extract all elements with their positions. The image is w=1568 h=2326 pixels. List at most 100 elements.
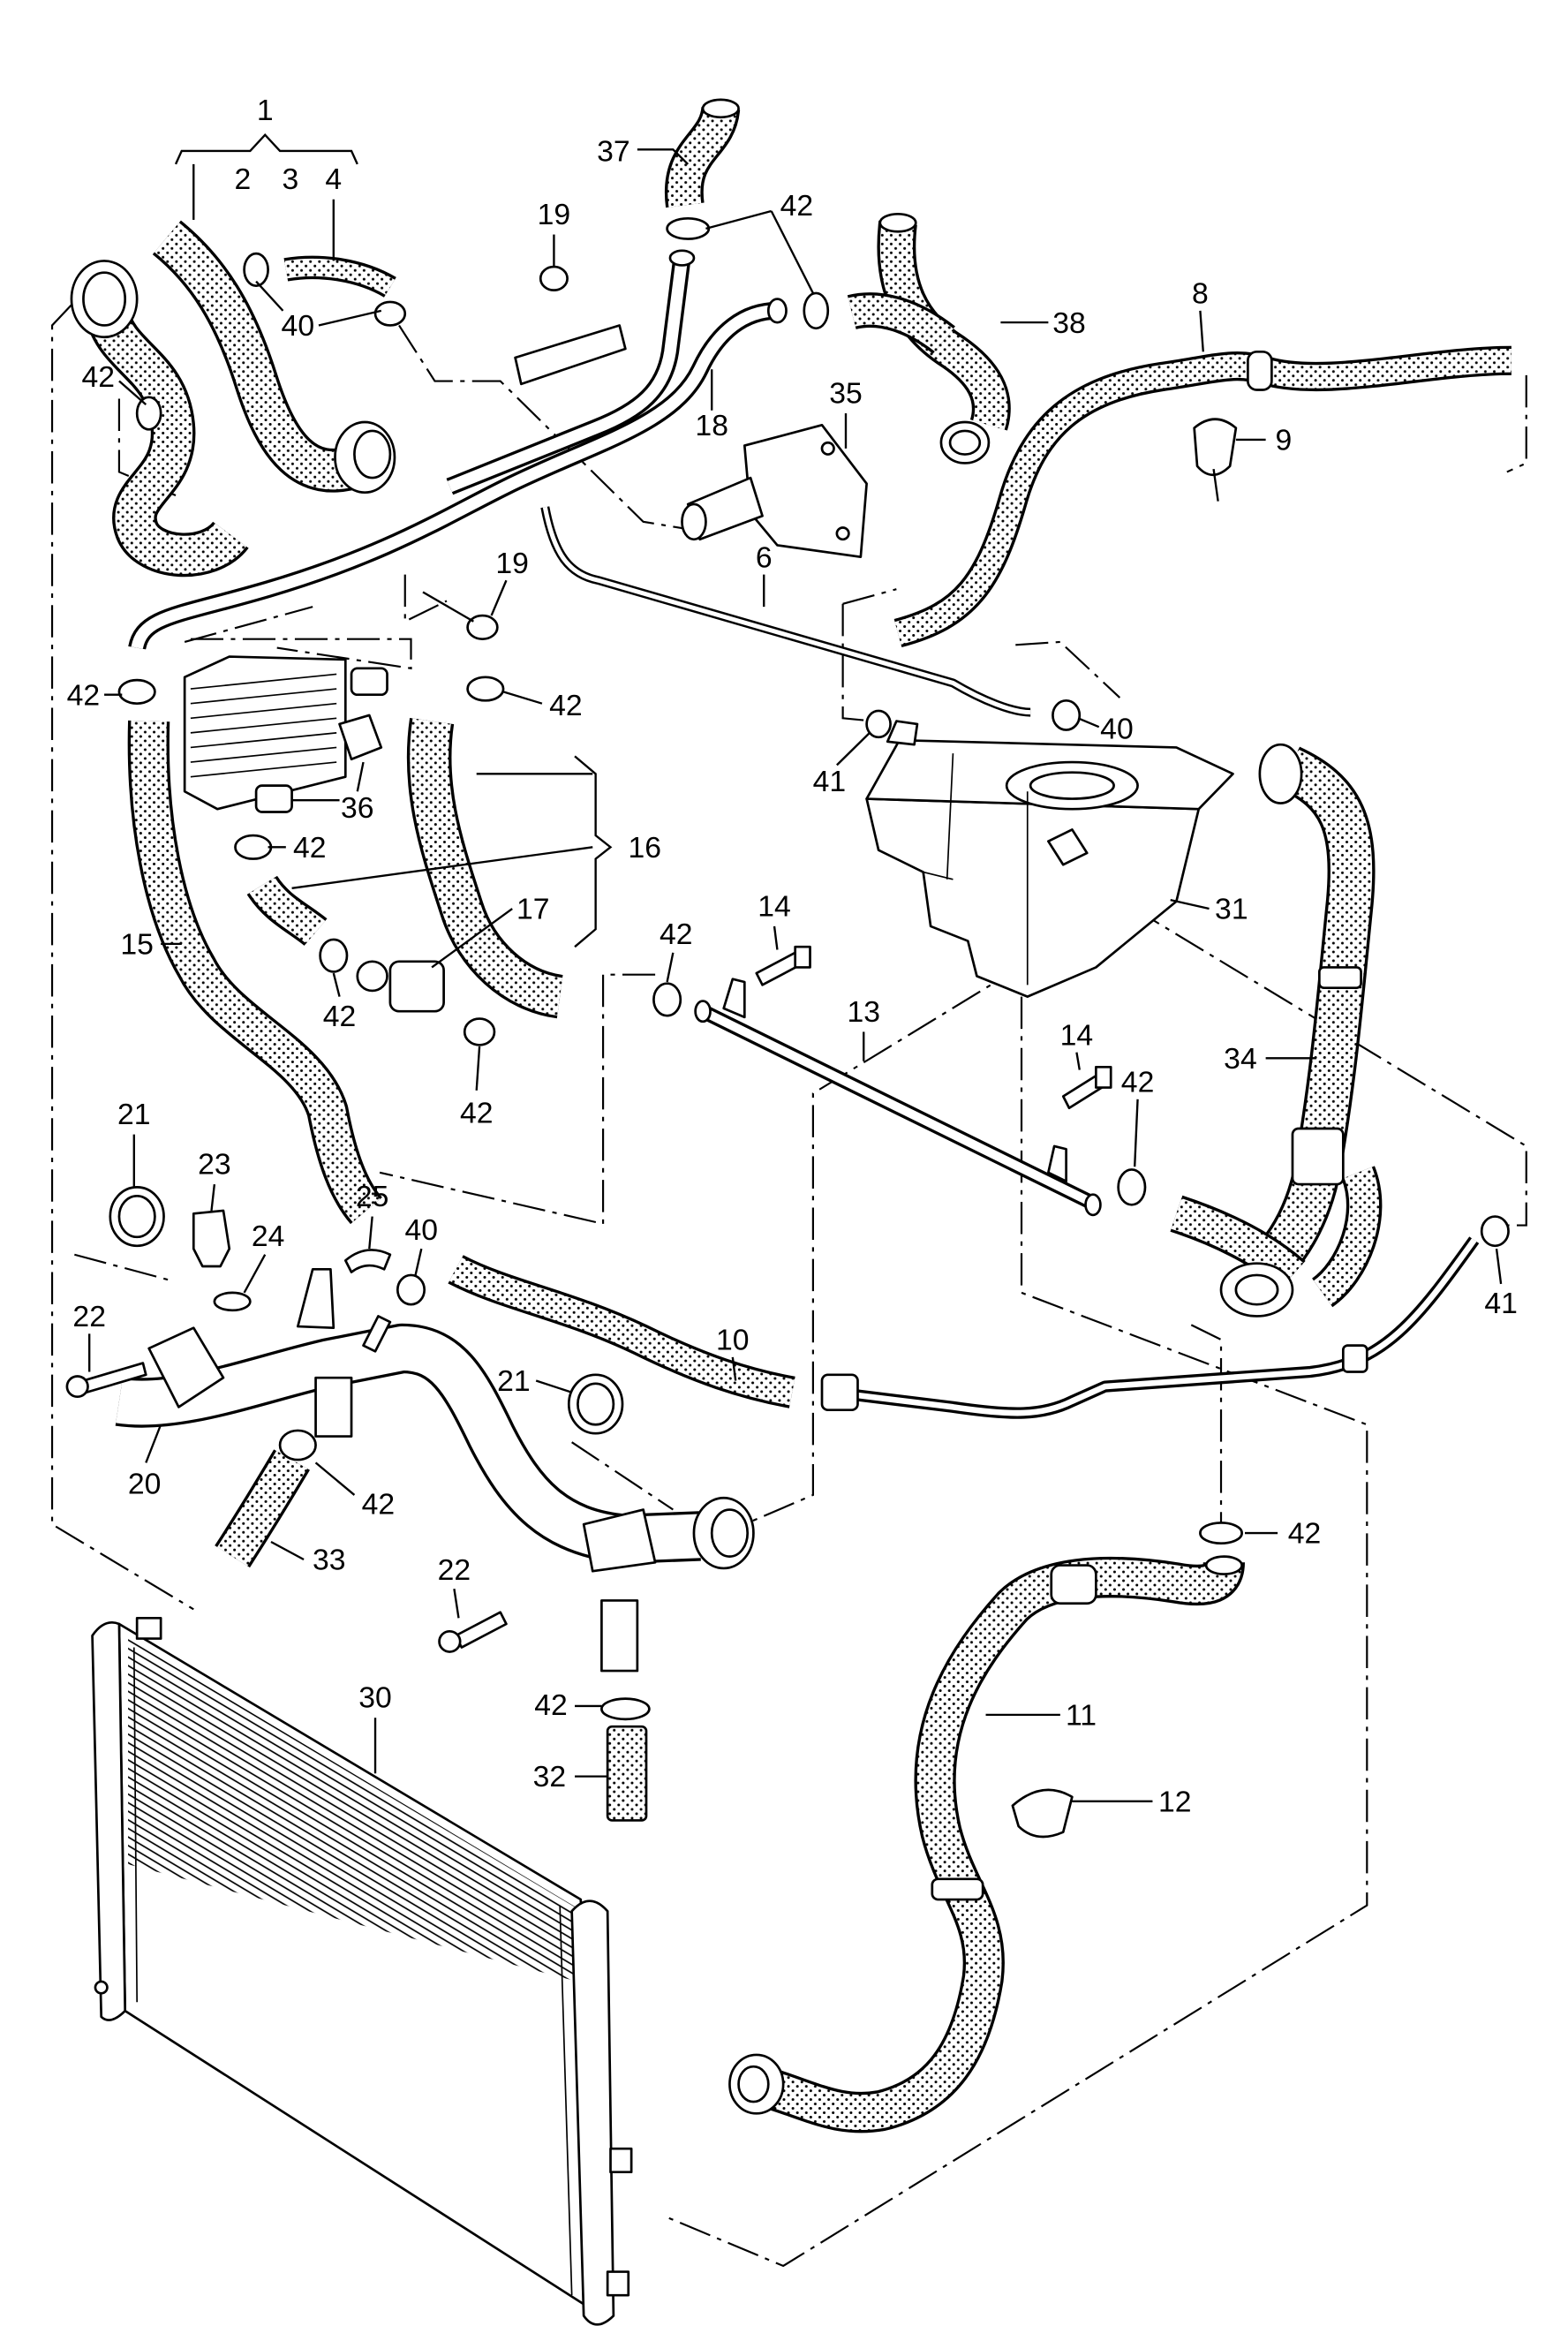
seal-ring-21-inner [117,1195,156,1239]
leader-42 [666,952,675,983]
hose-clamp [803,291,830,330]
expansion-tank-inlet [886,720,919,746]
leader-41 [1495,1248,1503,1285]
callout-14: 14 [1060,1020,1094,1053]
callout-42: 42 [780,190,814,223]
oil-cooler-body [183,655,347,811]
hose-clamp [135,396,162,431]
expansion-tank-seam [923,753,1029,986]
hose-clamp [652,982,682,1017]
callout-38: 38 [1052,307,1086,340]
hose-clamp [666,216,711,240]
pipe-20-flange [147,1326,225,1408]
callout-35: 35 [829,378,863,411]
callout-6: 6 [756,542,773,575]
hose-1-connector-ring [82,271,127,327]
hose-11-sleeve [931,1877,984,1901]
valve-17 [388,960,445,1013]
hose-clamp [1052,699,1082,731]
radiator-outlet-lower [606,2270,630,2297]
hose-clamp [117,678,156,706]
pipe-13-bracket [1047,1144,1067,1183]
assembly-line [1506,374,1527,473]
callout-9: 9 [1275,425,1292,457]
leader-42 [705,209,772,230]
hose-11-connector-ring [737,2065,770,2103]
leader-41 [836,732,871,767]
pipe-18-branch-end [668,249,696,267]
callout-13: 13 [847,996,880,1029]
pipe-20-stub [314,1376,353,1438]
hose-clamp [466,676,505,702]
pipe-10-fitting [820,1373,859,1411]
leader-42 [332,972,341,997]
callout-11: 11 [1066,1700,1097,1733]
callout-30: 30 [358,1682,392,1715]
bolt-19 [466,614,499,640]
hose-8-sleeve [1247,351,1273,391]
pipe-13 [694,978,1102,1217]
callout-42: 42 [67,680,101,713]
hose-clamp [243,252,269,287]
callout-42: 42 [293,832,327,865]
leader-40 [318,309,382,327]
callout-1: 1 [257,94,274,127]
leader-36 [356,761,365,792]
callout-10: 10 [716,1325,750,1357]
assembly-line [663,996,1368,2268]
oil-cooler-pipe-stub [350,667,388,697]
callout-12: 12 [1158,1786,1192,1819]
callout-18: 18 [695,410,728,442]
hose-1-upper [70,238,396,494]
seal-ring-21-inner [577,1382,615,1426]
callout-8: 8 [1192,278,1209,311]
hose-clamp [1480,1215,1510,1248]
hose-38 [852,212,991,464]
hose-32-body [606,1725,648,1822]
callout-21: 21 [497,1365,531,1398]
callout-22: 22 [438,1554,471,1587]
callout-42: 42 [323,1001,357,1033]
hose-clamp [1199,1522,1243,1545]
callout-42: 42 [660,918,693,951]
pipe-13-bracket [722,978,746,1019]
hose-1-fitting-ring [353,429,392,480]
leader-42 [475,1046,481,1091]
pipe-20-outlet-ring [710,1508,750,1558]
callout-42: 42 [460,1098,494,1130]
expansion-tank [865,720,1234,998]
pipe-20-bleed-nipple [362,1315,392,1353]
leader-42 [314,1461,356,1496]
pipe-10 [820,1240,1474,1413]
callout-33: 33 [313,1544,346,1577]
callout-37: 37 [597,136,630,169]
leader-14 [773,925,779,950]
expansion-tank-body [865,797,1201,998]
callout-41: 41 [1484,1288,1518,1320]
hose-38-end [878,212,917,233]
callout-2: 2 [235,163,252,196]
radiator-left-tank [91,1621,127,2021]
callout-22: 22 [72,1301,106,1333]
pipe-20-stub [600,1599,639,1673]
leader-lines [88,132,1503,1802]
callout-42: 42 [1288,1518,1322,1551]
assembly-line [1015,640,1121,699]
clip-9-stem [1212,468,1219,502]
assembly-line [842,588,897,605]
bolt-22-head [438,1629,462,1653]
callouts: 1 2 3 4 37 42 19 38 8 40 18 35 42 9 19 6… [67,94,1518,1818]
coolant-flange [681,423,868,559]
bolt-22-head [65,1375,89,1399]
leader-10 [731,1356,737,1381]
bolt-19 [539,265,569,291]
temperature-sensor-23 [192,1209,231,1268]
callout-41: 41 [813,766,847,798]
hose-11-end [1204,1555,1243,1575]
pipe-18-end [766,298,788,324]
leader-40 [255,280,284,312]
callout-24: 24 [252,1220,285,1253]
oil-cooler-fins [190,673,337,778]
hose-38-clamp-ring [948,429,982,456]
hose-34-connector [1258,743,1303,804]
